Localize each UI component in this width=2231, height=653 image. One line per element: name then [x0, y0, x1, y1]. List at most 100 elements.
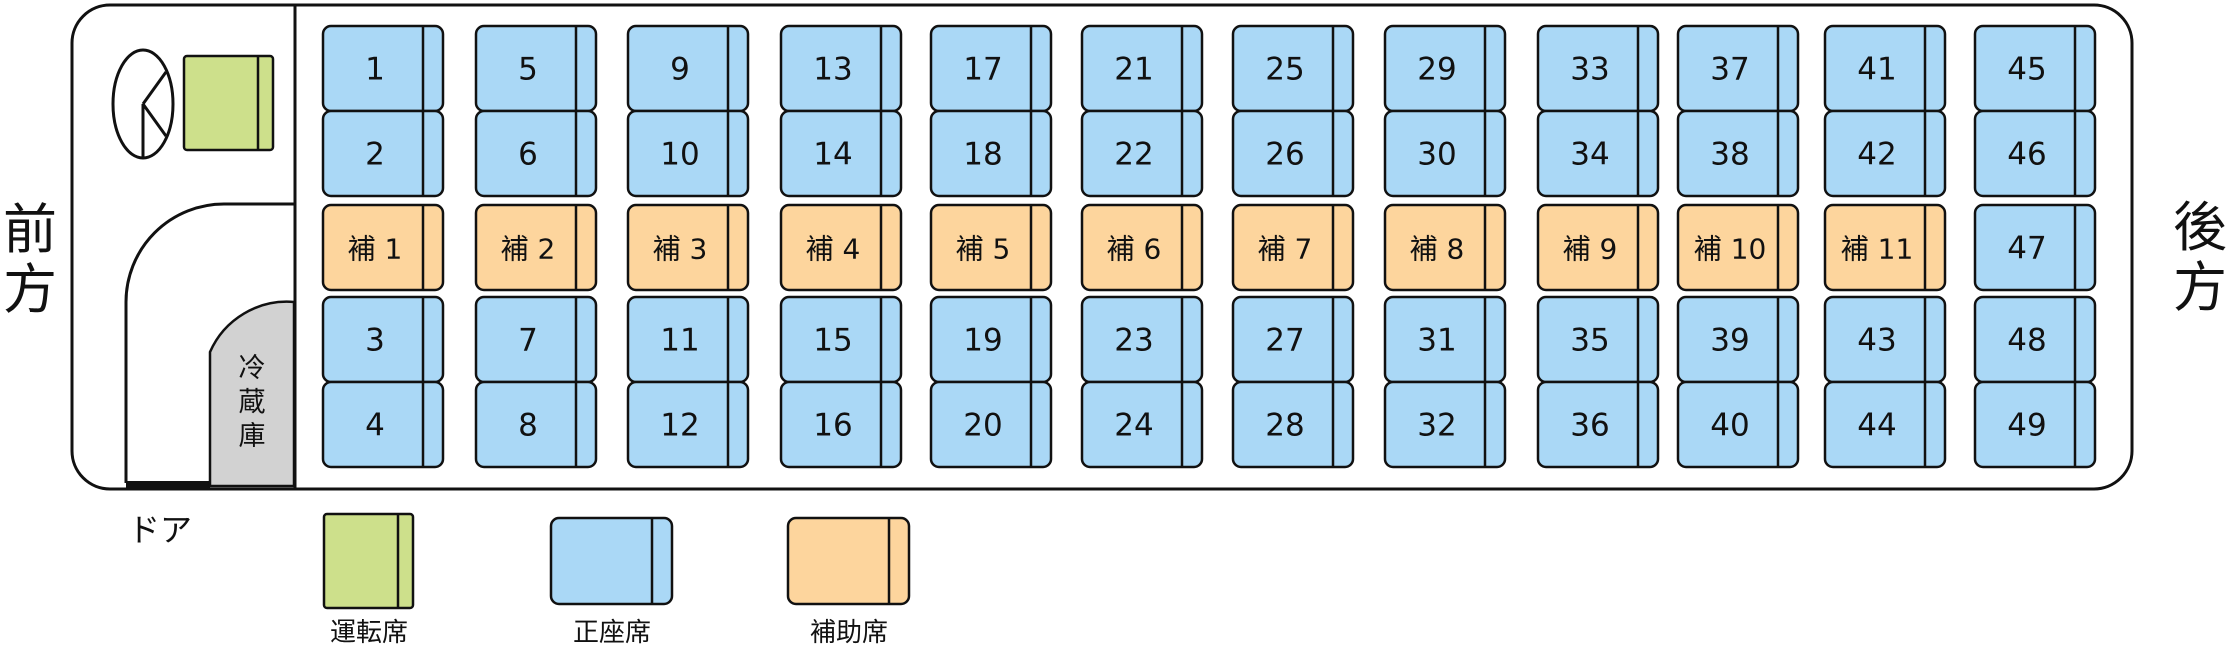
seat-number: 37	[1710, 52, 1749, 88]
seat-regular: 11	[626, 295, 750, 384]
seat-regular: 44	[1823, 380, 1947, 469]
seat-number: 7	[518, 323, 538, 359]
seat-regular: 36	[1536, 380, 1660, 469]
rear-label: 後方	[2173, 196, 2227, 319]
seat-auxiliary: 補 7	[1231, 203, 1355, 292]
seat-regular: 21	[1080, 24, 1204, 113]
seat-regular: 14	[779, 109, 903, 198]
seat-auxiliary: 補 5	[929, 203, 1053, 292]
seat-regular: 40	[1676, 380, 1800, 469]
seat-number: 10	[660, 137, 699, 173]
seat-regular: 22	[1080, 109, 1204, 198]
seat-number: 41	[1857, 52, 1896, 88]
seat-number: 4	[365, 408, 385, 444]
seat-number: 43	[1857, 323, 1896, 359]
seat-number: 15	[813, 323, 852, 359]
seat-number: 29	[1417, 52, 1456, 88]
entrance-stairwell	[124, 202, 295, 483]
seat-number: 11	[660, 323, 699, 359]
seat-auxiliary: 補 1	[321, 203, 445, 292]
seat-regular: 35	[1536, 295, 1660, 384]
seat-regular: 17	[929, 24, 1053, 113]
seat-number: 26	[1265, 137, 1304, 173]
seat-number: 補 6	[1107, 233, 1162, 266]
seat-regular: 20	[929, 380, 1053, 469]
seat-regular: 4	[321, 380, 445, 469]
seat-auxiliary: 補 4	[779, 203, 903, 292]
seat-regular: 49	[1973, 380, 2097, 469]
seat-regular: 30	[1383, 109, 1507, 198]
seat-number: 17	[963, 52, 1002, 88]
seat-number: 27	[1265, 323, 1304, 359]
seat-regular: 47	[1973, 203, 2097, 292]
seat-regular: 23	[1080, 295, 1204, 384]
legend-driver-label: 運転席	[329, 618, 409, 648]
seat-regular: 19	[929, 295, 1053, 384]
seat-auxiliary: 補 6	[1080, 203, 1204, 292]
seat-regular: 39	[1676, 295, 1800, 384]
seat-number: 36	[1570, 408, 1609, 444]
seat-number: 8	[518, 408, 538, 444]
seat-number: 45	[2007, 52, 2046, 88]
seat-number: 補 2	[501, 233, 556, 266]
seat-number: 46	[2007, 137, 2046, 173]
seat-number: 24	[1114, 408, 1153, 444]
seat-number: 12	[660, 408, 699, 444]
seat-number: 補 10	[1694, 233, 1767, 266]
seat-number: 47	[2007, 231, 2046, 267]
seat-number: 31	[1417, 323, 1456, 359]
seat-regular: 26	[1231, 109, 1355, 198]
seat-regular: 10	[626, 109, 750, 198]
seat-auxiliary: 補 2	[474, 203, 598, 292]
seat-number: 38	[1710, 137, 1749, 173]
seat-regular: 38	[1676, 109, 1800, 198]
seat-number: 補 5	[956, 233, 1011, 266]
seat-regular: 6	[474, 109, 598, 198]
seat-number: 40	[1710, 408, 1749, 444]
seat-number: 6	[518, 137, 538, 173]
seat-auxiliary: 補 9	[1536, 203, 1660, 292]
seat-regular: 29	[1383, 24, 1507, 113]
door-label: ドア	[128, 511, 193, 549]
seat-number: 14	[813, 137, 852, 173]
seat-number: 補 9	[1563, 233, 1618, 266]
seat-number: 20	[963, 408, 1002, 444]
legend-aux-label: 補助席	[809, 618, 889, 648]
seat-number: 35	[1570, 323, 1609, 359]
seat-regular: 5	[474, 24, 598, 113]
seat-number: 19	[963, 323, 1002, 359]
seat-number: 補 8	[1410, 233, 1465, 266]
seat-number: 32	[1417, 408, 1456, 444]
legend-aux-swatch	[786, 516, 911, 606]
seat-regular: 7	[474, 295, 598, 384]
seat-regular: 24	[1080, 380, 1204, 469]
legend-regular-swatch	[549, 516, 674, 606]
seat-regular: 3	[321, 295, 445, 384]
seat-regular: 8	[474, 380, 598, 469]
seat-number: 補 11	[1841, 233, 1914, 266]
seat-regular: 31	[1383, 295, 1507, 384]
seat-number: 補 3	[653, 233, 708, 266]
seat-regular: 12	[626, 380, 750, 469]
seat-number: 22	[1114, 137, 1153, 173]
seat-regular: 32	[1383, 380, 1507, 469]
seat-regular: 46	[1973, 109, 2097, 198]
seat-number: 3	[365, 323, 385, 359]
seat-regular: 18	[929, 109, 1053, 198]
steering-wheel-icon	[111, 48, 175, 160]
seat-regular: 9	[626, 24, 750, 113]
seat-number: 9	[670, 52, 690, 88]
seat-auxiliary: 補 3	[626, 203, 750, 292]
seat-regular: 13	[779, 24, 903, 113]
seat-regular: 41	[1823, 24, 1947, 113]
seat-auxiliary: 補 11	[1823, 203, 1947, 292]
seat-number: 補 1	[348, 233, 403, 266]
seat-number: 5	[518, 52, 538, 88]
driver-seat	[182, 54, 275, 152]
seat-number: 1	[365, 52, 385, 88]
seat-number: 13	[813, 52, 852, 88]
seat-number: 42	[1857, 137, 1896, 173]
seat-number: 16	[813, 408, 852, 444]
